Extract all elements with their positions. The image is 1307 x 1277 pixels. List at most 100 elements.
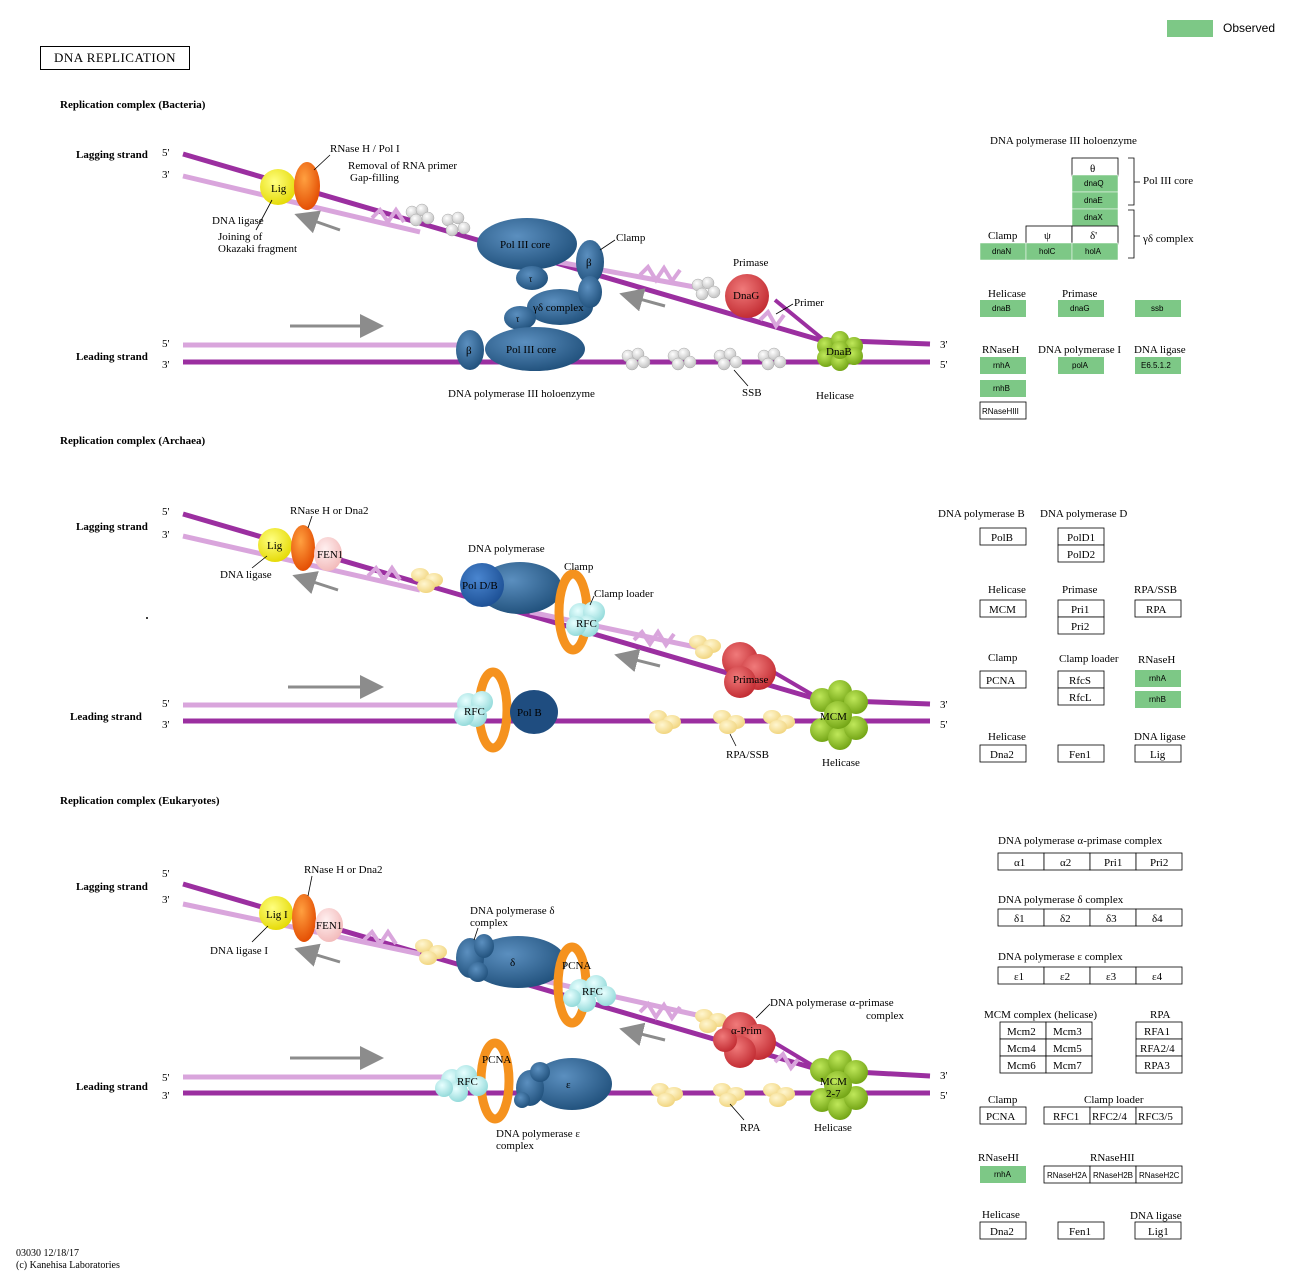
bacteria-lead-5prime: 5' <box>162 338 170 350</box>
gene-rnhA-b-label: rnhA <box>993 361 1011 370</box>
gene-pcna-e-label: PCNA <box>986 1111 1015 1123</box>
archaea-lig-label: Lig <box>267 540 283 552</box>
euk-ligase-label: DNA ligase I <box>210 945 268 957</box>
archaea-dnapol-label: DNA polymerase <box>468 543 545 555</box>
gene-lig1-e[interactable] <box>1134 1221 1182 1240</box>
euk-arrow-lag-2 <box>619 1022 666 1047</box>
gene-rfc24-label: RFC2/4 <box>1092 1111 1127 1123</box>
gene-rnaseh3-b[interactable] <box>979 401 1027 420</box>
archaea-clamp-label: Clamp <box>564 561 594 573</box>
gene-pcna-a[interactable] <box>979 670 1027 689</box>
gene-ssb[interactable] <box>1135 300 1181 317</box>
gene-rpa3[interactable] <box>1135 1055 1183 1074</box>
gene-rnhB-b[interactable] <box>980 380 1026 397</box>
gene-holA[interactable] <box>1071 242 1119 261</box>
gene-dnaE-label: dnaE <box>1084 196 1103 205</box>
gene-rfc35-label: RFC3/5 <box>1138 1111 1173 1123</box>
archaea-right-5prime: 5' <box>940 719 948 731</box>
gene-rnhA-a[interactable] <box>1135 670 1181 687</box>
gene-e4[interactable] <box>1135 966 1183 985</box>
gene-rnhA-b[interactable] <box>980 357 1026 374</box>
gene-pri2-a[interactable] <box>1057 616 1105 635</box>
gene-e6512[interactable] <box>1135 357 1181 374</box>
bacteria-holo-label: DNA polymerase III holoenzyme <box>448 388 595 400</box>
archaea-primase-label: Primase <box>733 674 769 686</box>
archaea-rnaseh-protein <box>291 525 315 571</box>
gene-d4-label: δ4 <box>1152 913 1163 925</box>
gene-h2c[interactable] <box>1135 1165 1183 1184</box>
rp-e-rnaseh2: RNaseHII <box>1090 1152 1135 1164</box>
rp-b-primase: Primase <box>1062 288 1098 300</box>
gene-rfc35[interactable] <box>1135 1106 1183 1125</box>
rp-e-alpha-title: DNA polymerase α-primase complex <box>998 835 1163 847</box>
gene-rpa3-label: RPA3 <box>1144 1060 1170 1072</box>
bacteria-clamp-leading <box>456 330 484 370</box>
gene-pcna-e[interactable] <box>979 1106 1027 1125</box>
archaea-lead-5prime: 5' <box>162 698 170 710</box>
euk-lead-5prime: 5' <box>162 1072 170 1084</box>
archaea-pol-db-head <box>460 563 504 607</box>
gene-d4[interactable] <box>1135 908 1183 927</box>
gene-dnaB-label: dnaB <box>992 304 1011 313</box>
gene-fen1-e[interactable] <box>1057 1221 1105 1240</box>
gene-pri2-e[interactable] <box>1135 852 1183 871</box>
euk-lagging-label: Lagging strand <box>76 881 148 893</box>
euk-rfc-lagging-label: RFC <box>582 986 603 998</box>
archaea-rna-primer-2 <box>632 628 676 649</box>
euk-alpha-prim-protein <box>713 1012 776 1068</box>
archaea-helicase-label: Helicase <box>822 757 860 769</box>
archaea-rnaseh-label: RNase H or Dna2 <box>290 505 369 517</box>
archaea-rfc-label: RFC <box>576 618 597 630</box>
bacteria-primase-protein <box>725 274 769 318</box>
euk-rna-primer-3 <box>773 1050 801 1072</box>
rp-gdcomplex: γδ complex <box>1142 233 1194 245</box>
bacteria-right-5prime: 5' <box>940 359 948 371</box>
gene-polB[interactable] <box>979 527 1027 546</box>
gene-rpa-a[interactable] <box>1134 599 1182 618</box>
archaea-rpassb-label: RPA/SSB <box>726 749 769 761</box>
bacteria-pol3-core-lagging-label: Pol III core <box>500 239 550 251</box>
bacteria-pol3-core-lagging <box>477 218 577 270</box>
euk-title: Replication complex (Eukaryotes) <box>60 795 220 807</box>
euk-arrow-lag-1 <box>294 943 341 967</box>
gene-lig-a[interactable] <box>1134 744 1182 763</box>
gene-h2c-label: RNaseH2C <box>1139 1171 1180 1180</box>
gene-mcm7-label: Mcm7 <box>1053 1060 1082 1072</box>
rp-psi: ψ <box>1044 230 1051 242</box>
euk-pold-label-2: complex <box>470 917 508 929</box>
gene-fen1-a[interactable] <box>1057 744 1105 763</box>
gene-pri1-e-label: Pri1 <box>1104 857 1122 869</box>
gene-mcm-a[interactable] <box>979 599 1027 618</box>
rp-a-polb-title: DNA polymerase B <box>938 508 1025 520</box>
archaea-rna-primer-1 <box>366 564 402 584</box>
gene-pri1-a-label: Pri1 <box>1071 604 1089 616</box>
euk-delta-label: δ <box>510 957 515 969</box>
gene-polD2[interactable] <box>1057 544 1105 563</box>
rp-e-rnaseh1: RNaseHI <box>978 1152 1019 1164</box>
gene-dnaG[interactable] <box>1058 300 1104 317</box>
bacteria-right-3prime: 3' <box>940 339 948 351</box>
legend-label: Observed <box>1223 21 1276 35</box>
gene-dna2-a[interactable] <box>979 744 1027 763</box>
gene-polA[interactable] <box>1058 357 1104 374</box>
euk-right-5prime: 5' <box>940 1090 948 1102</box>
gene-h2a-label: RNaseH2A <box>1047 1171 1088 1180</box>
gene-rnhB-a[interactable] <box>1135 691 1181 708</box>
gene-mcm7[interactable] <box>1045 1055 1093 1074</box>
gene-rnhA-a-label: rnhA <box>1149 674 1167 683</box>
bacteria-tau-1 <box>516 266 548 290</box>
gene-rnhB-b-label: rnhB <box>993 384 1010 393</box>
bacteria-rnaseh-pointer <box>313 154 331 171</box>
gene-dnaB[interactable] <box>980 300 1026 317</box>
gene-e3-label: ε3 <box>1106 971 1117 983</box>
gene-rnhA-e[interactable] <box>980 1166 1026 1183</box>
bacteria-rnaseh-protein <box>294 162 320 210</box>
gene-dnaQ-label: dnaQ <box>1084 179 1104 188</box>
euk-pold-label-1: DNA polymerase δ <box>470 905 555 917</box>
gene-rfcL[interactable] <box>1057 687 1105 706</box>
euk-lig-pointer <box>251 925 269 943</box>
gene-holC-label: holC <box>1039 247 1056 256</box>
rp-e-eps-title: DNA polymerase ε complex <box>998 951 1123 963</box>
rp-e-clamp: Clamp <box>988 1094 1018 1106</box>
gene-dna2-e[interactable] <box>979 1221 1027 1240</box>
